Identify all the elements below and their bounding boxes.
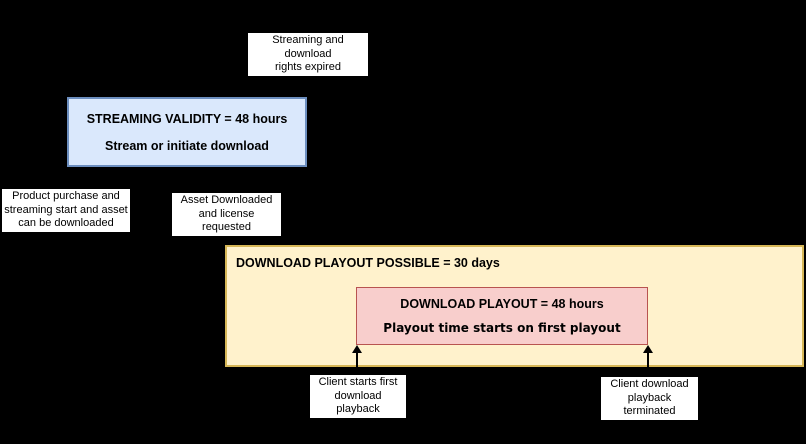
label-line: can be downloaded <box>18 217 114 229</box>
expired-rights-label: Streaming and download rights expired <box>248 33 368 76</box>
client-playback-terminated-label: Client download playback terminated <box>601 377 698 420</box>
label-line: rights expired <box>274 61 342 73</box>
client-start-playback-label: Client starts first download playback <box>310 375 406 418</box>
download-playout-possible-title: DOWNLOAD PLAYOUT POSSIBLE = 30 days <box>236 256 500 270</box>
arrow-shaft <box>356 351 358 367</box>
product-purchase-label: Product purchase and streaming start and… <box>2 189 130 232</box>
arrow-head <box>352 345 362 353</box>
label-line: download playback <box>334 389 382 416</box>
streaming-validity-title: STREAMING VALIDITY = 48 hours <box>86 111 288 126</box>
streaming-validity-box: STREAMING VALIDITY = 48 hours Stream or … <box>67 97 307 167</box>
streaming-validity-subtitle: Stream or initiate download <box>105 138 269 153</box>
label-line: Client download <box>610 378 689 390</box>
download-playout-possible-box: DOWNLOAD PLAYOUT POSSIBLE = 30 days <box>225 245 804 367</box>
label-line: and license requested <box>198 207 255 234</box>
download-playout-title: DOWNLOAD PLAYOUT = 48 hours <box>400 297 604 311</box>
label-line: playback terminated <box>623 391 676 418</box>
asset-downloaded-label: Asset Downloaded and license requested <box>172 193 281 236</box>
label-line: streaming start and asset <box>4 203 128 216</box>
up-arrow-icon <box>351 345 363 367</box>
label-line: Streaming and download <box>272 34 344 60</box>
arrow-shaft <box>647 351 649 367</box>
arrow-head <box>643 345 653 353</box>
download-playout-box: DOWNLOAD PLAYOUT = 48 hours Playout time… <box>356 287 648 345</box>
up-arrow-icon <box>642 345 654 367</box>
download-playout-subtitle: Playout time starts on first playout <box>383 321 621 335</box>
label-line: Product purchase and <box>12 190 120 202</box>
label-line: Client starts first <box>318 376 398 388</box>
label-line: Asset Downloaded <box>180 194 273 206</box>
